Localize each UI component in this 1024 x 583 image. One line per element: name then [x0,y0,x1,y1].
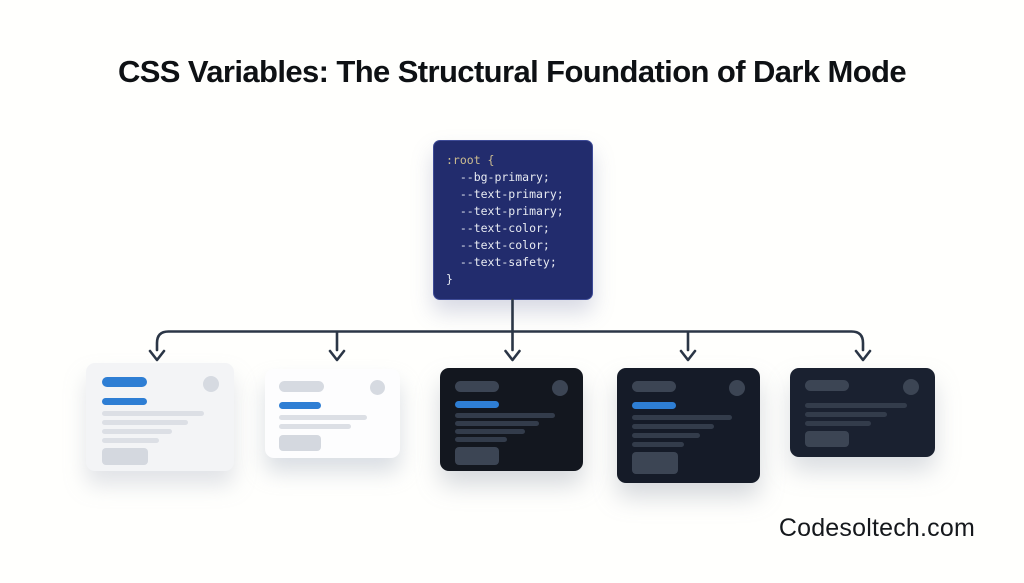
skeleton-image-block [805,431,849,447]
skeleton-text-line [102,438,159,443]
code-line-closing-brace: } [446,272,453,286]
skeleton-accent-bar [279,402,321,409]
avatar-circle [729,380,745,396]
arrowhead-5 [854,349,872,362]
avatar-circle [903,379,919,395]
skeleton-text-line [455,437,507,442]
skeleton-accent-bar [455,401,499,408]
dark-mode-card-center [440,368,583,471]
skeleton-title-bar [279,381,324,392]
skeleton-title-bar [102,377,147,387]
skeleton-text-line [632,424,714,429]
avatar-circle [370,380,385,395]
skeleton-text-line [455,429,525,434]
skeleton-text-line [805,421,871,426]
code-line-variable: --text-color; [446,221,550,235]
skeleton-image-block [279,435,321,451]
brand-watermark: Codesoltech.com [778,514,975,542]
skeleton-accent-bar [102,398,147,405]
skeleton-text-line [805,403,907,408]
skeleton-text-line [632,442,684,447]
arrowhead-1 [148,349,166,362]
code-line-variable: --text-color; [446,238,550,252]
skeleton-text-line [455,421,539,426]
skeleton-text-line [102,411,204,416]
skeleton-text-line [805,412,887,417]
avatar-circle [552,380,568,396]
skeleton-text-line [102,429,172,434]
code-line-variable: --bg-primary; [446,170,550,184]
skeleton-title-bar [455,381,499,392]
skeleton-accent-bar [632,402,676,409]
code-line-selector: :root { [446,153,495,167]
arrowhead-4 [679,349,697,362]
code-line-variable: --text-primary; [446,204,564,218]
dark-mode-card-tall [617,368,760,483]
skeleton-text-line [455,413,555,418]
arrow-horizontal-rail [155,330,865,352]
skeleton-title-bar [632,381,676,392]
light-mode-card-small [265,369,400,458]
skeleton-text-line [279,415,367,420]
skeleton-image-block [632,452,678,474]
css-root-code-block: :root { --bg-primary; --text-primary; --… [433,140,593,300]
skeleton-text-line [632,433,700,438]
skeleton-text-line [102,420,188,425]
page-title: CSS Variables: The Structural Foundation… [117,54,907,89]
code-line-variable: --text-primary; [446,187,564,201]
skeleton-text-line [632,415,732,420]
dark-mode-card-small [790,368,935,457]
arrowhead-2 [328,349,346,362]
skeleton-image-block [455,447,499,465]
skeleton-title-bar [805,380,849,391]
light-mode-card-large [86,363,234,471]
skeleton-image-block [102,448,148,465]
skeleton-text-line [279,424,351,429]
code-line-variable: --text-safety; [446,255,557,269]
arrowhead-3 [504,349,521,362]
avatar-circle [203,376,219,392]
